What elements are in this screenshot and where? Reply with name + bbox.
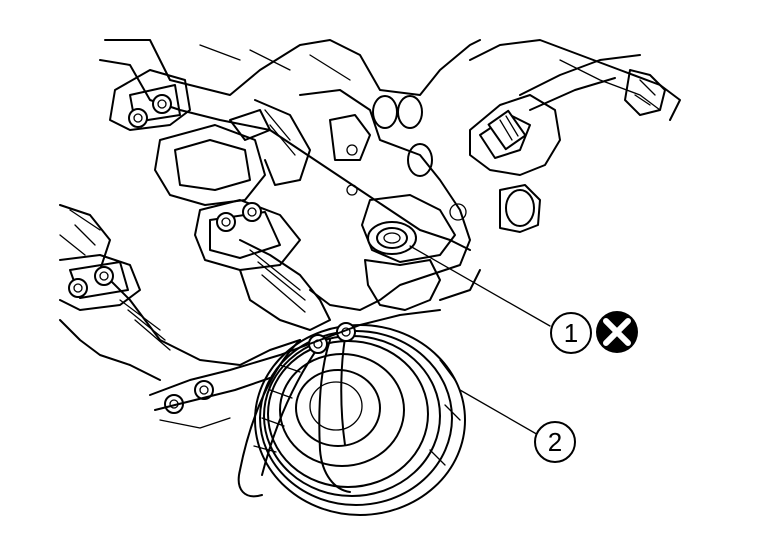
front-oil-seal: [367, 221, 417, 255]
leader-line-1: [409, 245, 551, 327]
x-circle-icon: [596, 311, 638, 353]
sensor-connector: [469, 54, 641, 233]
bolts: [68, 94, 356, 414]
callout-2: 2: [534, 421, 576, 463]
leader-lines: [409, 245, 551, 437]
bolt: [216, 212, 236, 232]
bolt: [94, 266, 114, 286]
leader-line-2: [459, 389, 541, 437]
engine-block: [99, 39, 681, 251]
bolt: [194, 380, 214, 400]
bolt: [128, 108, 148, 128]
callout-1: 1: [550, 312, 592, 354]
callout-2-label: 2: [548, 427, 562, 457]
oil-pan-rail: [149, 269, 481, 429]
callout-1-label: 1: [564, 318, 578, 348]
left-brackets: [59, 69, 301, 381]
bolt: [242, 202, 262, 222]
bolt: [152, 94, 172, 114]
bolt: [68, 278, 88, 298]
drive-belt: [237, 337, 351, 498]
front-cover: [299, 89, 471, 311]
